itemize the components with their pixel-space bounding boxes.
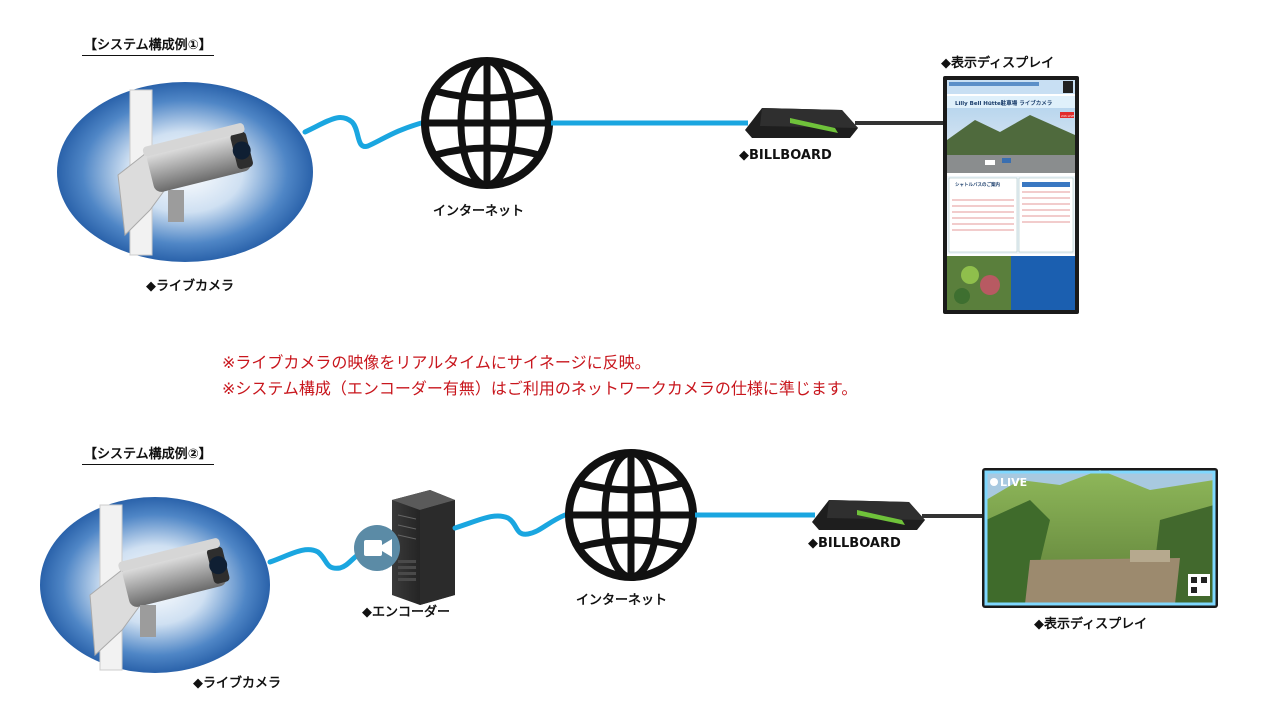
system1-billboard-label: ◆BILLBOARD (739, 148, 832, 163)
globe-icon (565, 449, 697, 581)
video-camera-icon (354, 525, 400, 571)
globe-icon (421, 57, 553, 189)
display1-screen-title: Lilly Bell Hütte駐車場 ライブカメラ (955, 99, 1052, 107)
system2-internet-label: インターネット (576, 593, 668, 608)
system1-display-label: ◆表示ディスプレイ (941, 56, 1055, 71)
camera-2-illustration (40, 497, 270, 673)
system2-billboard-label: ◆BILLBOARD (808, 536, 901, 551)
camera-1-illustration (57, 82, 313, 262)
billboard-device-2 (812, 500, 925, 530)
system2-camera-label: ◆ライブカメラ (193, 676, 281, 691)
cable-camera1-internet1 (302, 115, 428, 149)
cable-encoder-internet2 (452, 512, 568, 537)
system1-internet-label: インターネット (433, 204, 525, 219)
encoder-pc-tower (392, 490, 455, 605)
billboard-device-1 (745, 108, 858, 138)
display1-live-badge: 24h LIVE (1061, 114, 1074, 118)
note-line-2: ※システム構成（エンコーダー有無）はご利用のネットワークカメラの仕様に準じます。 (222, 379, 858, 398)
system2-heading: 【システム構成例②】 (82, 447, 214, 465)
display1-section-title: シャトルバスのご案内 (955, 181, 1000, 188)
system1-camera-label: ◆ライブカメラ (146, 279, 234, 294)
portrait-display-1 (943, 76, 1079, 314)
note-line-1: ※ライブカメラの映像をリアルタイムにサイネージに反映。 (222, 353, 651, 372)
cable-camera2-encoder (267, 547, 365, 571)
system2-display-label: ◆表示ディスプレイ (1034, 617, 1148, 632)
landscape-display-2 (982, 468, 1218, 608)
system2-encoder-label: ◆エンコーダー (362, 605, 450, 620)
system1-heading: 【システム構成例①】 (82, 38, 214, 56)
display2-live-badge: LIVE (1000, 476, 1027, 489)
